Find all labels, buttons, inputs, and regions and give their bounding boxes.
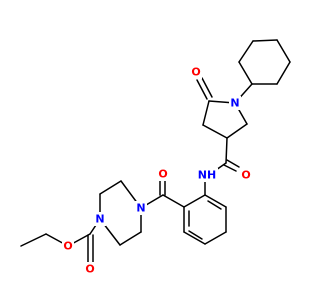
bond-benzene-2 — [204, 194, 227, 208]
bond-cyclohexane-3 — [252, 39, 278, 42]
atom-ester-o-double: O — [84, 262, 96, 276]
bond-piperazine-2 — [99, 180, 122, 195]
atom-label-nh: NH — [198, 169, 216, 182]
atom-label-n: N — [230, 97, 239, 110]
bond-lactam-co-b — [201, 77, 213, 98]
bond-amide-co-b — [226, 159, 240, 168]
bond-layer — [20, 39, 291, 263]
bond-cyclohexane-5 — [276, 61, 291, 85]
atom-amide-o: O — [240, 168, 252, 182]
atom-label-o: O — [85, 263, 94, 276]
atom-lactam-o: O — [190, 65, 202, 79]
atom-label-n: N — [136, 202, 145, 215]
bond-benzene-4 — [204, 231, 227, 245]
bond-piperazine-5 — [119, 231, 142, 246]
bond-benzene-inner-1 — [207, 200, 222, 210]
bond-amide-c3 — [225, 137, 228, 164]
bond-pyrrolidine-1 — [226, 123, 248, 139]
atom-label-o: O — [241, 169, 250, 182]
atom-ester-o-single: O — [62, 239, 74, 253]
atom-label-o: O — [158, 168, 167, 181]
bond-pyrrolidine-5 — [202, 124, 228, 139]
bond-ketone-ring — [162, 194, 185, 208]
atom-layer: O O N N O NH O O — [62, 65, 252, 276]
bond-benzene-1 — [183, 194, 206, 208]
bond-lactam-co-a — [196, 79, 208, 100]
atom-amide-nh: NH — [196, 168, 218, 182]
bond-benzene-5 — [183, 231, 206, 245]
bond-cyclohexane-1 — [238, 61, 253, 85]
atom-pyrrolidine-n: N — [229, 96, 241, 110]
bond-benzene-inner-2 — [188, 230, 203, 240]
atom-label-o: O — [191, 66, 200, 79]
bond-cyclohexane-4 — [276, 39, 291, 63]
bond-ethyl-ch3 — [20, 233, 47, 247]
bond-cyclohexane-2 — [238, 40, 254, 63]
atom-label-n: N — [95, 213, 104, 226]
bond-pyrrolidine-4 — [202, 100, 210, 126]
atom-label-o: O — [63, 240, 72, 253]
molecule-structure: O O N N O NH O O — [20, 39, 291, 276]
atom-piperazine-n-top: N — [135, 201, 147, 215]
atom-piperazine-n-bottom: N — [94, 212, 106, 226]
bond-amide-co-a — [223, 164, 237, 172]
atom-ketone-o: O — [157, 167, 169, 181]
